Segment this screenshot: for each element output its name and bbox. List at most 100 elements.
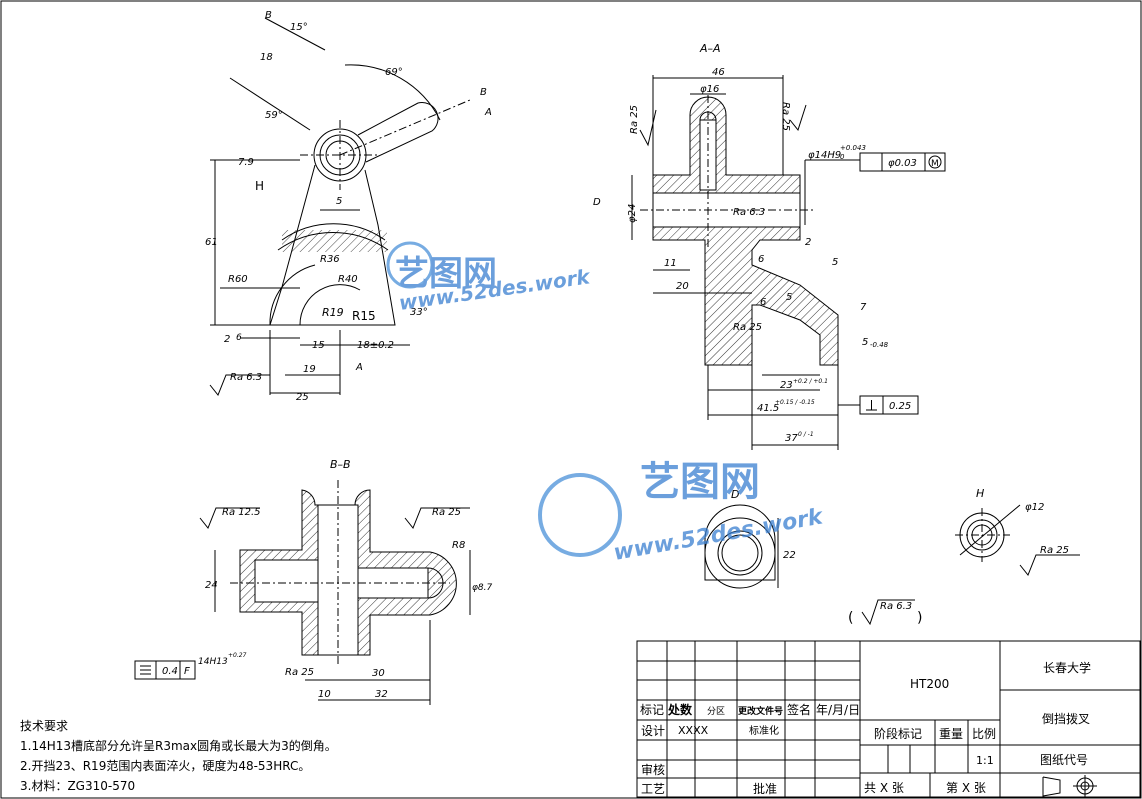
front-view [209, 17, 471, 396]
dim-19-label: 19 [303, 364, 316, 375]
aa-dim-37: 37 [785, 433, 798, 444]
notes-line-3: 3.材料：ZG310-570 [20, 779, 136, 793]
dim-18-label: 18 [260, 52, 273, 63]
label-b-right: B [480, 87, 487, 98]
dim-2-label: 2 [224, 334, 230, 345]
bb-phi8: φ8.7 [472, 583, 493, 593]
tb-mark: 标记 [640, 703, 664, 717]
tb-school: 长春大学 [1043, 660, 1091, 675]
tb-total: 共 X 张 [864, 781, 904, 795]
dim-15-label: 15 [312, 340, 325, 351]
tb-date: 年/月/日 [816, 703, 860, 717]
r40-label: R40 [338, 274, 358, 285]
aa-dim-7: 7 [860, 302, 867, 313]
aa-dim-5a: 5 [832, 257, 838, 268]
svg-text:): ) [917, 610, 922, 626]
section-bb-labels: B–B Ra 12.5 Ra 25 R8 24 φ8.7 0.4 F 14H13… [162, 458, 493, 700]
bb-dim-24: 24 [205, 580, 218, 591]
bb-dim-30: 30 [372, 668, 385, 679]
aa-dim-6: 6 [758, 254, 764, 265]
section-bb [134, 480, 471, 705]
tb-count: 处数 [667, 702, 693, 717]
tb-scale-val: 1:1 [976, 754, 994, 767]
notes-line-2: 2.开挡23、R19范围内表面淬火，硬度为48-53HRC。 [20, 759, 311, 773]
section-aa [631, 75, 946, 450]
view-h-label: H [976, 487, 984, 500]
ra63-label: Ra 6.3 [230, 372, 262, 383]
section-aa-labels: A–A 46 φ16 Ra 25 Ra 25 φ14H9 +0.043 0 φ0… [593, 42, 939, 444]
tb-drawing-code: 图纸代号 [1040, 753, 1088, 767]
aa-dim-20: 20 [676, 281, 689, 292]
label-d-arrow: D [593, 197, 601, 208]
tb-part-name: 倒挡拨叉 [1042, 712, 1090, 726]
aa-dim-2: 2 [805, 237, 811, 248]
bb-tol-box-2: F [184, 666, 190, 677]
tb-process: 工艺 [641, 782, 665, 796]
title-block-text: HT200 长春大学 倒挡拨叉 图纸代号 标记 处数 分区 更改文件号 签名 年… [640, 660, 1091, 796]
front-view-labels: B 15° 69° B A 18 59° 7.9 H 61 5 R60 R36 … [205, 10, 492, 403]
h-phi12: φ12 [1025, 502, 1044, 513]
aa-dim-11: 11 [664, 258, 677, 269]
dim-61-label: 61 [205, 237, 218, 248]
label-a-bottom: A [355, 362, 363, 373]
notes-line-1: 1.14H13槽底部分允许呈R3max圆角或长最大为3的倒角。 [20, 739, 337, 753]
aa-perp-tol: 0.25 [889, 401, 911, 412]
section-aa-title: A–A [699, 42, 721, 55]
bb-r8: R8 [452, 540, 465, 551]
watermark-brand-2: 艺图网 [640, 459, 760, 505]
dim-25-label: 25 [296, 392, 309, 403]
r19-label: R19 [322, 306, 344, 319]
bb-ra25-bottom: Ra 25 [285, 667, 314, 678]
aa-dim-5b: 5 [786, 292, 792, 303]
bb-dim-10: 10 [318, 689, 331, 700]
aa-phi14: φ14H9 [808, 150, 841, 161]
aa-tol-m: M [931, 159, 939, 169]
r15-label: R15 [352, 309, 376, 323]
general-roughness [861, 599, 915, 626]
aa-dim-5tol-v: -0.48 [870, 341, 889, 349]
aa-dim-415-tol: +0.15 / -0.15 [775, 399, 815, 406]
tb-change-doc: 更改文件号 [738, 705, 783, 717]
aa-phi14-tol0: 0 [840, 153, 845, 161]
tb-stage: 阶段标记 [874, 726, 922, 741]
tb-standard: 标准化 [749, 724, 779, 737]
angle-59-label: 59° [265, 110, 283, 121]
bb-dim-32: 32 [375, 689, 388, 700]
watermark-brand-1: 艺图网 [395, 254, 497, 294]
aa-ra25-left: Ra 25 [629, 105, 640, 134]
technical-notes: 技术要求 1.14H13槽底部分允许呈R3max圆角或长最大为3的倒角。 2.开… [20, 716, 337, 796]
notes-title: 技术要求 [20, 719, 69, 733]
h-ra25: Ra 25 [1040, 545, 1069, 556]
aa-ra25-right: Ra 25 [780, 102, 791, 131]
r60-label: R60 [228, 274, 248, 285]
bb-ra125: Ra 12.5 [222, 507, 261, 518]
aa-dim-415: 41.5 [757, 403, 779, 414]
aa-dim-23: 23 [780, 380, 793, 391]
view-d-label: D [731, 488, 739, 501]
dim-18b-label: 18±0.2 [357, 340, 394, 351]
bb-dim-14h13: 14H13 [198, 657, 228, 667]
aa-dim-37-tol: 0 / -1 [798, 431, 814, 438]
view-h [955, 504, 1080, 576]
dim-79-label: 7.9 [238, 157, 254, 168]
aa-dim-23-tol: +0.2 / +0.1 [793, 378, 828, 385]
tb-weight: 重量 [939, 727, 963, 741]
bb-ra25-top: Ra 25 [432, 507, 461, 518]
angle-69-label: 69° [385, 67, 403, 78]
tb-material: HT200 [910, 677, 949, 691]
aa-ra25-mid: Ra 25 [733, 322, 762, 333]
aa-dim-5tol: 5 [862, 337, 868, 348]
d-dim-22: 22 [783, 550, 796, 561]
dim-5-label: 5 [336, 196, 342, 207]
angle-15-label: 15° [290, 22, 308, 33]
aa-dim-6b: 6 [760, 297, 766, 308]
bb-tol-box-1: 0.4 [162, 666, 178, 677]
view-d [704, 504, 779, 589]
aa-ra63: Ra 6.3 [733, 207, 765, 218]
aa-dim-phi16: φ16 [700, 84, 719, 95]
tb-review: 审核 [641, 762, 665, 777]
label-a-right: A [484, 107, 492, 118]
aa-dim-46: 46 [712, 67, 725, 78]
